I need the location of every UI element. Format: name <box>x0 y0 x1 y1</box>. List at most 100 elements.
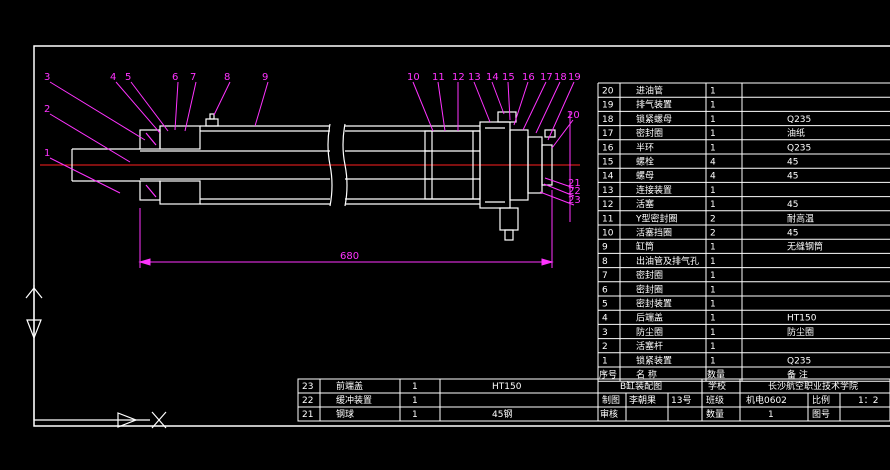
scale-value: 1：2 <box>858 396 878 406</box>
part-no: 4 <box>602 314 608 324</box>
part-qty: 1 <box>412 410 418 420</box>
callout-label: 6 <box>172 72 178 83</box>
part-qty: 1 <box>710 271 716 281</box>
part-qty: 2 <box>710 214 716 224</box>
part-name: 进油管 <box>636 85 663 97</box>
part-no: 23 <box>302 382 313 392</box>
part-material: 45 <box>787 200 798 210</box>
callout-leader <box>49 157 121 194</box>
callout-leader <box>551 119 574 149</box>
callout-label: 8 <box>224 72 230 83</box>
callout-leader <box>130 81 169 132</box>
callout-leader <box>115 81 161 134</box>
part-name: 排气装置 <box>636 99 672 111</box>
school-name: 长沙航空职业技术学院 <box>768 380 858 392</box>
part-material: Q235 <box>787 143 811 153</box>
callout-label: 9 <box>262 72 268 83</box>
part-qty: 1 <box>710 186 716 196</box>
overall-length-dimension <box>138 112 571 268</box>
callout-leader <box>513 81 529 126</box>
callout-16: 16 <box>513 72 535 126</box>
callout-19: 19 <box>547 72 581 141</box>
part-name: 密封圈 <box>636 283 663 295</box>
drawing-frame <box>33 45 890 427</box>
callout-label: 12 <box>452 72 465 83</box>
drafter-name: 李朝果 <box>629 394 656 406</box>
callout-label: 19 <box>568 72 581 83</box>
part-name: 密封圈 <box>636 127 663 139</box>
part-name: 缓冲装置 <box>336 394 372 406</box>
callout-label: 3 <box>44 72 50 83</box>
part-material: 无缝钢筒 <box>787 241 823 253</box>
part-name: 前端盖 <box>336 380 363 392</box>
part-name: 锁紧装置 <box>636 354 672 366</box>
callout-leader <box>543 183 575 197</box>
piston-rod <box>71 148 430 182</box>
callout-label: 21 <box>568 178 581 189</box>
part-qty: 1 <box>412 382 418 392</box>
callout-11: 11 <box>432 72 446 132</box>
callout-label: 2 <box>44 104 50 115</box>
callout-label: 7 <box>190 72 196 83</box>
callout-label: 10 <box>407 72 420 83</box>
part-qty: 1 <box>710 314 716 324</box>
part-no: 20 <box>602 87 614 97</box>
part-name: Y型密封圈 <box>635 212 678 224</box>
header-name: 名 称 <box>636 369 657 381</box>
part-qty: 1 <box>710 328 716 338</box>
part-no: 22 <box>302 396 313 406</box>
callout-leader <box>254 81 269 127</box>
part-name: 防尘圈 <box>636 326 663 338</box>
rear-end-cap <box>139 125 201 205</box>
part-material: 45钢 <box>492 408 512 420</box>
qty-label: 数量 <box>706 408 724 420</box>
part-qty: 1 <box>710 342 716 352</box>
callout-1: 1 <box>44 148 121 194</box>
part-no: 13 <box>602 186 613 196</box>
part-no: 5 <box>602 300 608 310</box>
callout-2: 2 <box>44 104 131 163</box>
part-name: 出油管及排气孔 <box>636 255 699 267</box>
school-label: 学校 <box>708 380 726 392</box>
part-name: 缸筒 <box>636 241 654 253</box>
part-material: 45 <box>787 172 798 182</box>
drawing-no-label: 图号 <box>812 409 830 420</box>
part-material: HT150 <box>492 382 522 392</box>
part-name: 密封圈 <box>636 269 663 281</box>
part-no: 1 <box>602 356 608 366</box>
part-name: 活塞 <box>636 198 654 210</box>
callout-6: 6 <box>172 72 179 131</box>
part-name: 密封装置 <box>636 298 672 310</box>
part-no: 2 <box>602 342 608 352</box>
callout-label: 13 <box>468 72 481 83</box>
front-end-cap <box>479 111 556 241</box>
part-no: 14 <box>602 172 614 182</box>
part-material: HT150 <box>787 314 817 324</box>
callout-label: 17 <box>540 72 553 83</box>
callout-9: 9 <box>254 72 269 127</box>
part-no: 15 <box>602 158 613 168</box>
qty-value: 1 <box>768 410 774 420</box>
header-qty: 数量 <box>707 369 725 381</box>
part-name: 锁紧螺母 <box>636 113 672 125</box>
callout-label: 16 <box>522 72 535 83</box>
callout-leader <box>544 177 575 189</box>
part-no: 8 <box>602 257 608 267</box>
parts-header: 序号名 称数量备 注 <box>599 369 808 381</box>
callout-leader <box>437 81 446 132</box>
